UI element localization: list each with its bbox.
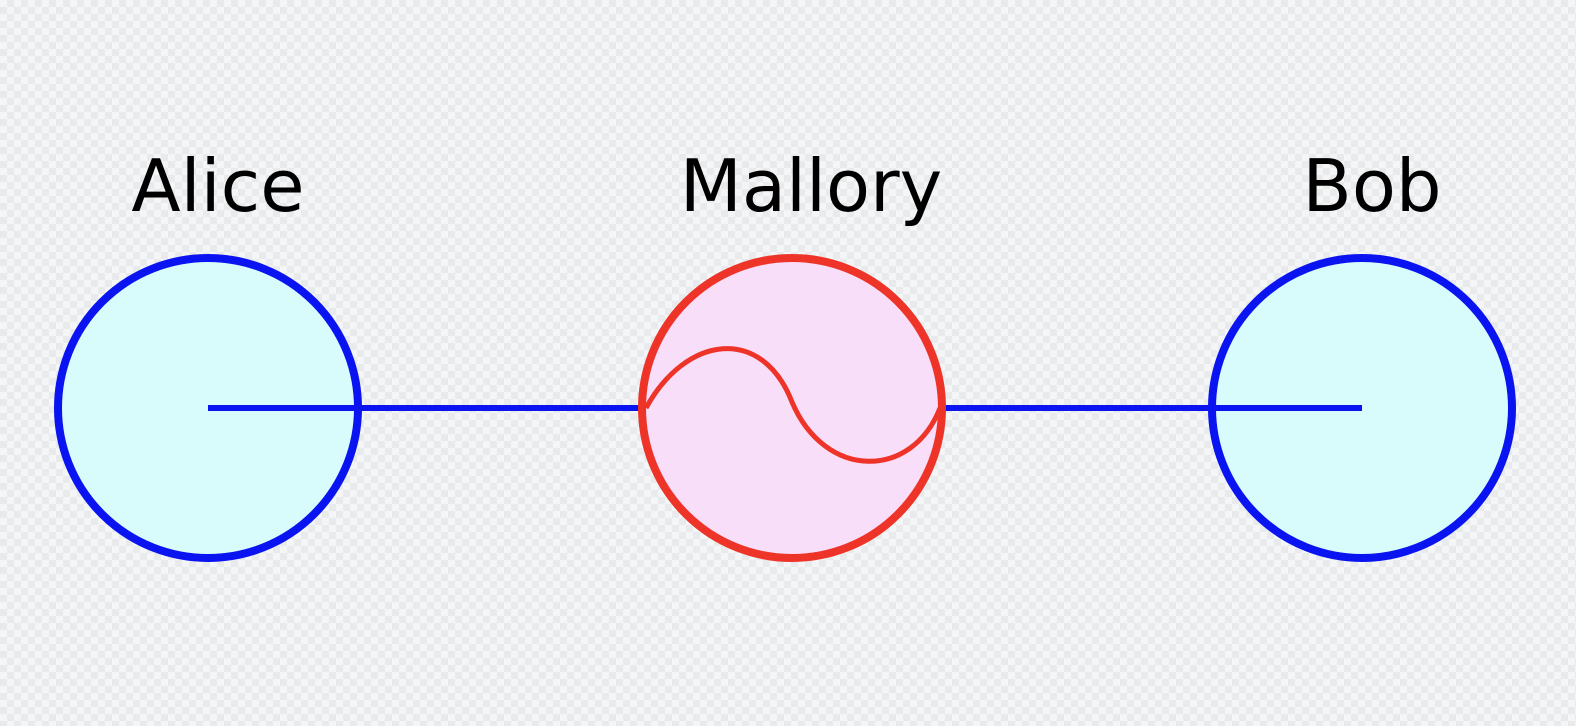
node-mallory: Mallory xyxy=(638,144,946,562)
mallory-wave-icon xyxy=(643,346,943,464)
bob-label: Bob xyxy=(1302,144,1441,228)
alice-label: Alice xyxy=(131,144,304,228)
node-alice: Alice xyxy=(54,144,362,562)
mallory-label: Mallory xyxy=(680,144,943,228)
node-bob: Bob xyxy=(1208,144,1516,562)
